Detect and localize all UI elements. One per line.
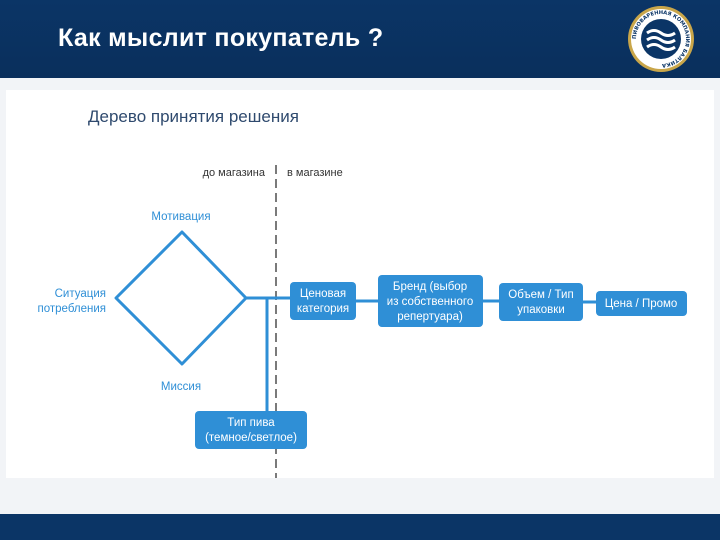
diagram-panel	[6, 90, 714, 478]
divider-label-in-store: в магазине	[287, 167, 343, 179]
box-volume-line-1: Объем / Тип	[508, 289, 573, 301]
box-beer-type: Тип пива (темное/светлое)	[195, 411, 307, 449]
box-brand-line-1: Бренд (выбор	[393, 281, 467, 293]
box-volume-line-2: упаковки	[517, 304, 565, 316]
node-situation-line-1: Ситуация	[55, 288, 106, 300]
page-title: Как мыслит покупатель ?	[58, 24, 384, 52]
decision-diamond	[114, 230, 248, 366]
node-motivation: Мотивация	[151, 211, 210, 223]
header-bar: Как мыслит покупатель ? ПИВОВАРЕННАЯ КОМ…	[0, 0, 720, 78]
box-brand: Бренд (выбор из собственного репертуара)	[378, 275, 483, 327]
box-brand-line-3: репертуара)	[397, 311, 463, 323]
box-price-category: Ценовая категория	[290, 282, 356, 320]
box-beer-type-line-2: (темное/светлое)	[205, 432, 297, 444]
node-situation-line-2: потребления	[38, 303, 106, 315]
divider-label-before-store: до магазина	[203, 167, 266, 179]
box-price-promo: Цена / Промо	[596, 291, 687, 316]
box-volume-packaging: Объем / Тип упаковки	[499, 283, 583, 321]
box-beer-type-line-1: Тип пива	[227, 417, 275, 429]
company-logo: ПИВОВАРЕННАЯ КОМПАНИЯ БАЛТИКА	[628, 6, 694, 72]
footer-bar	[0, 514, 720, 540]
box-price-category-line-1: Ценовая	[300, 288, 346, 300]
diagram-title: Дерево принятия решения	[88, 107, 299, 126]
box-price-category-line-2: категория	[297, 303, 349, 315]
box-price-promo-label: Цена / Промо	[605, 298, 678, 310]
box-brand-line-2: из собственного	[387, 296, 473, 308]
node-mission: Миссия	[161, 381, 201, 393]
